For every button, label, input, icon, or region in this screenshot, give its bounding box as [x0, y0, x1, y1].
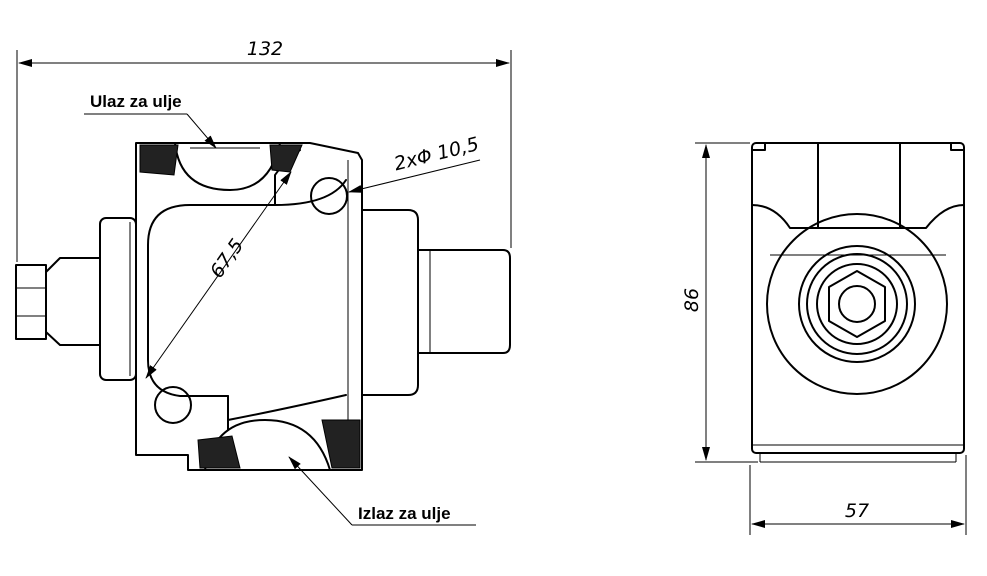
side-body	[751, 142, 965, 454]
dimension-132-text: 132	[247, 38, 283, 60]
side-view	[751, 142, 965, 463]
dimension-overall-length: 132	[16, 38, 512, 262]
inlet-port	[174, 142, 281, 191]
right-shaft	[417, 249, 511, 354]
inlet-hatch-left	[139, 144, 179, 176]
dimension-height: 86	[681, 142, 758, 463]
side-port-outer	[766, 213, 948, 395]
outlet-hatch-right	[321, 419, 361, 469]
side-port-flange	[798, 245, 916, 363]
dimension-diagonal: 67,5	[145, 171, 292, 379]
mounting-hole-bottom	[154, 386, 192, 424]
right-flange	[361, 209, 419, 396]
left-shaft	[45, 257, 101, 346]
side-bore	[838, 285, 876, 323]
outlet-label: Izlaz za ulje	[358, 504, 451, 523]
dimension-holes: 2xΦ 10,5	[348, 133, 481, 193]
left-nut	[15, 264, 47, 340]
inlet-callout: Ulaz za ulje	[84, 92, 217, 149]
dimension-86-text: 86	[681, 288, 703, 312]
dimension-holes-text: 2xΦ 10,5	[392, 133, 481, 175]
left-flange	[99, 217, 137, 381]
outlet-hatch-left	[197, 435, 241, 469]
front-view	[15, 142, 511, 471]
side-top-boss	[817, 142, 901, 229]
inlet-hatch-right	[269, 144, 303, 173]
dimension-57-text: 57	[845, 500, 869, 522]
side-hex-nut	[828, 270, 886, 338]
dimension-width: 57	[749, 455, 967, 535]
mounting-hole-top	[310, 177, 348, 215]
valve-body	[135, 142, 363, 471]
inlet-label: Ulaz za ulje	[90, 92, 182, 111]
outlet-callout: Izlaz za ulje	[288, 456, 476, 526]
